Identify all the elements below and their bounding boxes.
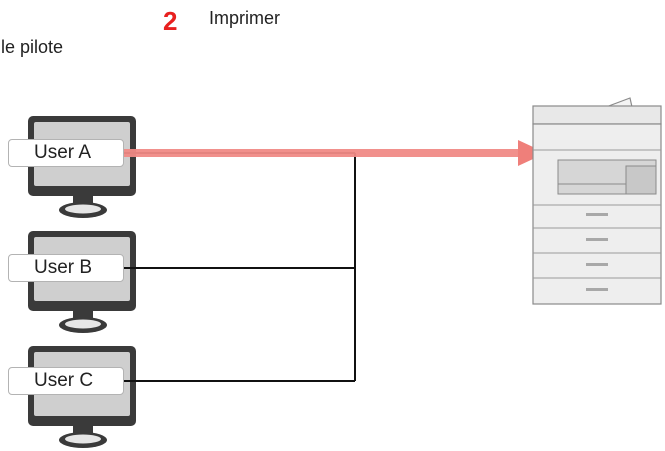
printer-icon [532, 97, 662, 305]
computer-user-c [28, 346, 136, 448]
user-label-a: User A [8, 139, 124, 167]
print-arrow [124, 140, 546, 166]
step-label: Imprimer [209, 8, 280, 28]
user-label-b: User B [8, 254, 124, 282]
network-lines [124, 152, 356, 382]
user-label-c: User C [8, 367, 124, 395]
computer-user-a [28, 116, 136, 218]
computer-user-b [28, 231, 136, 333]
previous-step-text: le pilote [1, 37, 64, 57]
step-number: 2 [163, 6, 178, 36]
